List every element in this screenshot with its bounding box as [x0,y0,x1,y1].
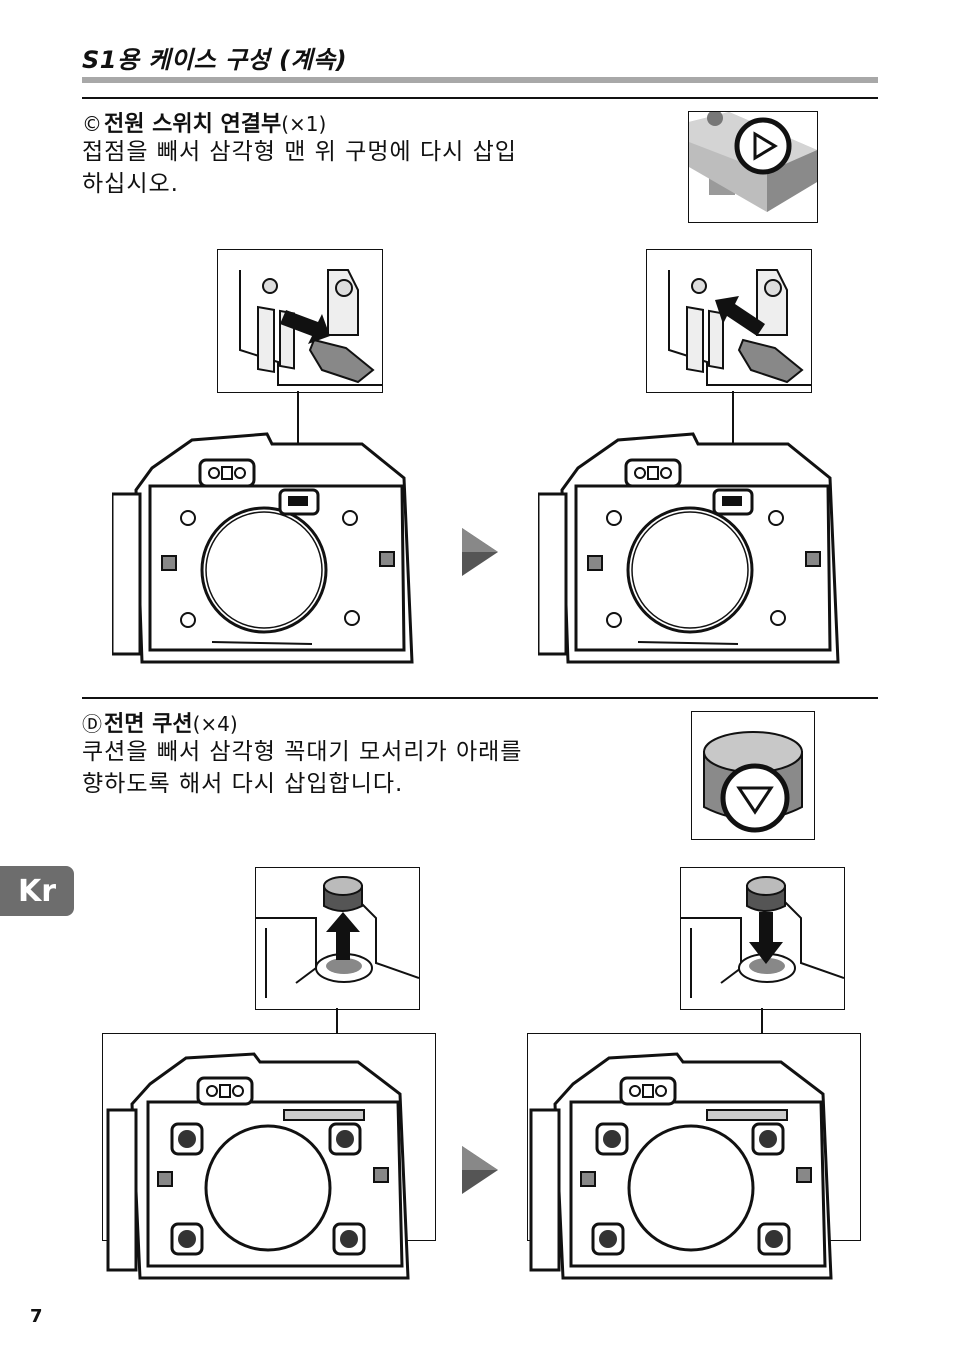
connector-remove-detail [217,249,383,393]
page-number: 7 [30,1306,43,1327]
leader-line [761,1008,763,1034]
cushion-thumbnail [691,711,815,840]
housing-front-before [104,1052,424,1284]
section-c-title: 전원 스위치 연결부 [104,112,282,137]
page-header: S1용 케이스 구성 (계속) [82,40,878,83]
section-c-heading: ©전원 스위치 연결부(×1) [82,106,326,138]
section-d-rule [82,697,878,699]
section-d-title: 전면 쿠션 [104,712,193,737]
triangle-up-icon [753,131,778,161]
connector-insert-detail [646,249,812,393]
arrow-in-icon [715,296,765,336]
section-c-line-1: 접점을 빼서 삼각형 맨 위 구멍에 다시 삽입 [82,139,517,165]
section-c-line-2: 하십시오. [82,171,179,197]
housing-illustration-after [536,432,850,668]
section-c-count: (×1) [281,112,327,136]
section-d-heading: Ⓓ전면 쿠션(×4) [82,706,238,738]
cushion-remove-detail [255,867,420,1010]
header-rule [82,77,878,83]
triangle-down-icon [736,786,774,815]
section-c-body: 접점을 빼서 삼각형 맨 위 구멍에 다시 삽입 하십시오. [82,136,612,200]
arrow-out-icon [280,310,330,344]
section-d-line-2: 향하도록 해서 다시 삽입합니다. [82,771,404,797]
arrow-down-icon [749,912,783,964]
section-d-body: 쿠션을 빼서 삼각형 꼭대기 모서리가 아래를 향하도록 해서 다시 삽입합니다… [82,736,612,800]
connector-thumbnail [688,111,818,223]
housing-front-after [527,1052,847,1284]
language-tab: Kr [0,866,74,916]
page-title: S1용 케이스 구성 (계속) [82,46,348,74]
section-d-count: (×4) [192,712,238,736]
section-c-mark: © [82,112,102,136]
section-c-rule [82,97,878,99]
arrow-up-icon [326,912,360,960]
leader-line [336,1008,338,1034]
section-d-line-1: 쿠션을 빼서 삼각형 꼭대기 모서리가 아래를 [82,739,523,765]
cushion-insert-detail [680,867,845,1010]
housing-illustration-before [110,432,424,668]
step-arrow-icon [462,528,498,580]
step-arrow-icon [462,1146,498,1198]
section-d-mark: Ⓓ [82,712,102,736]
